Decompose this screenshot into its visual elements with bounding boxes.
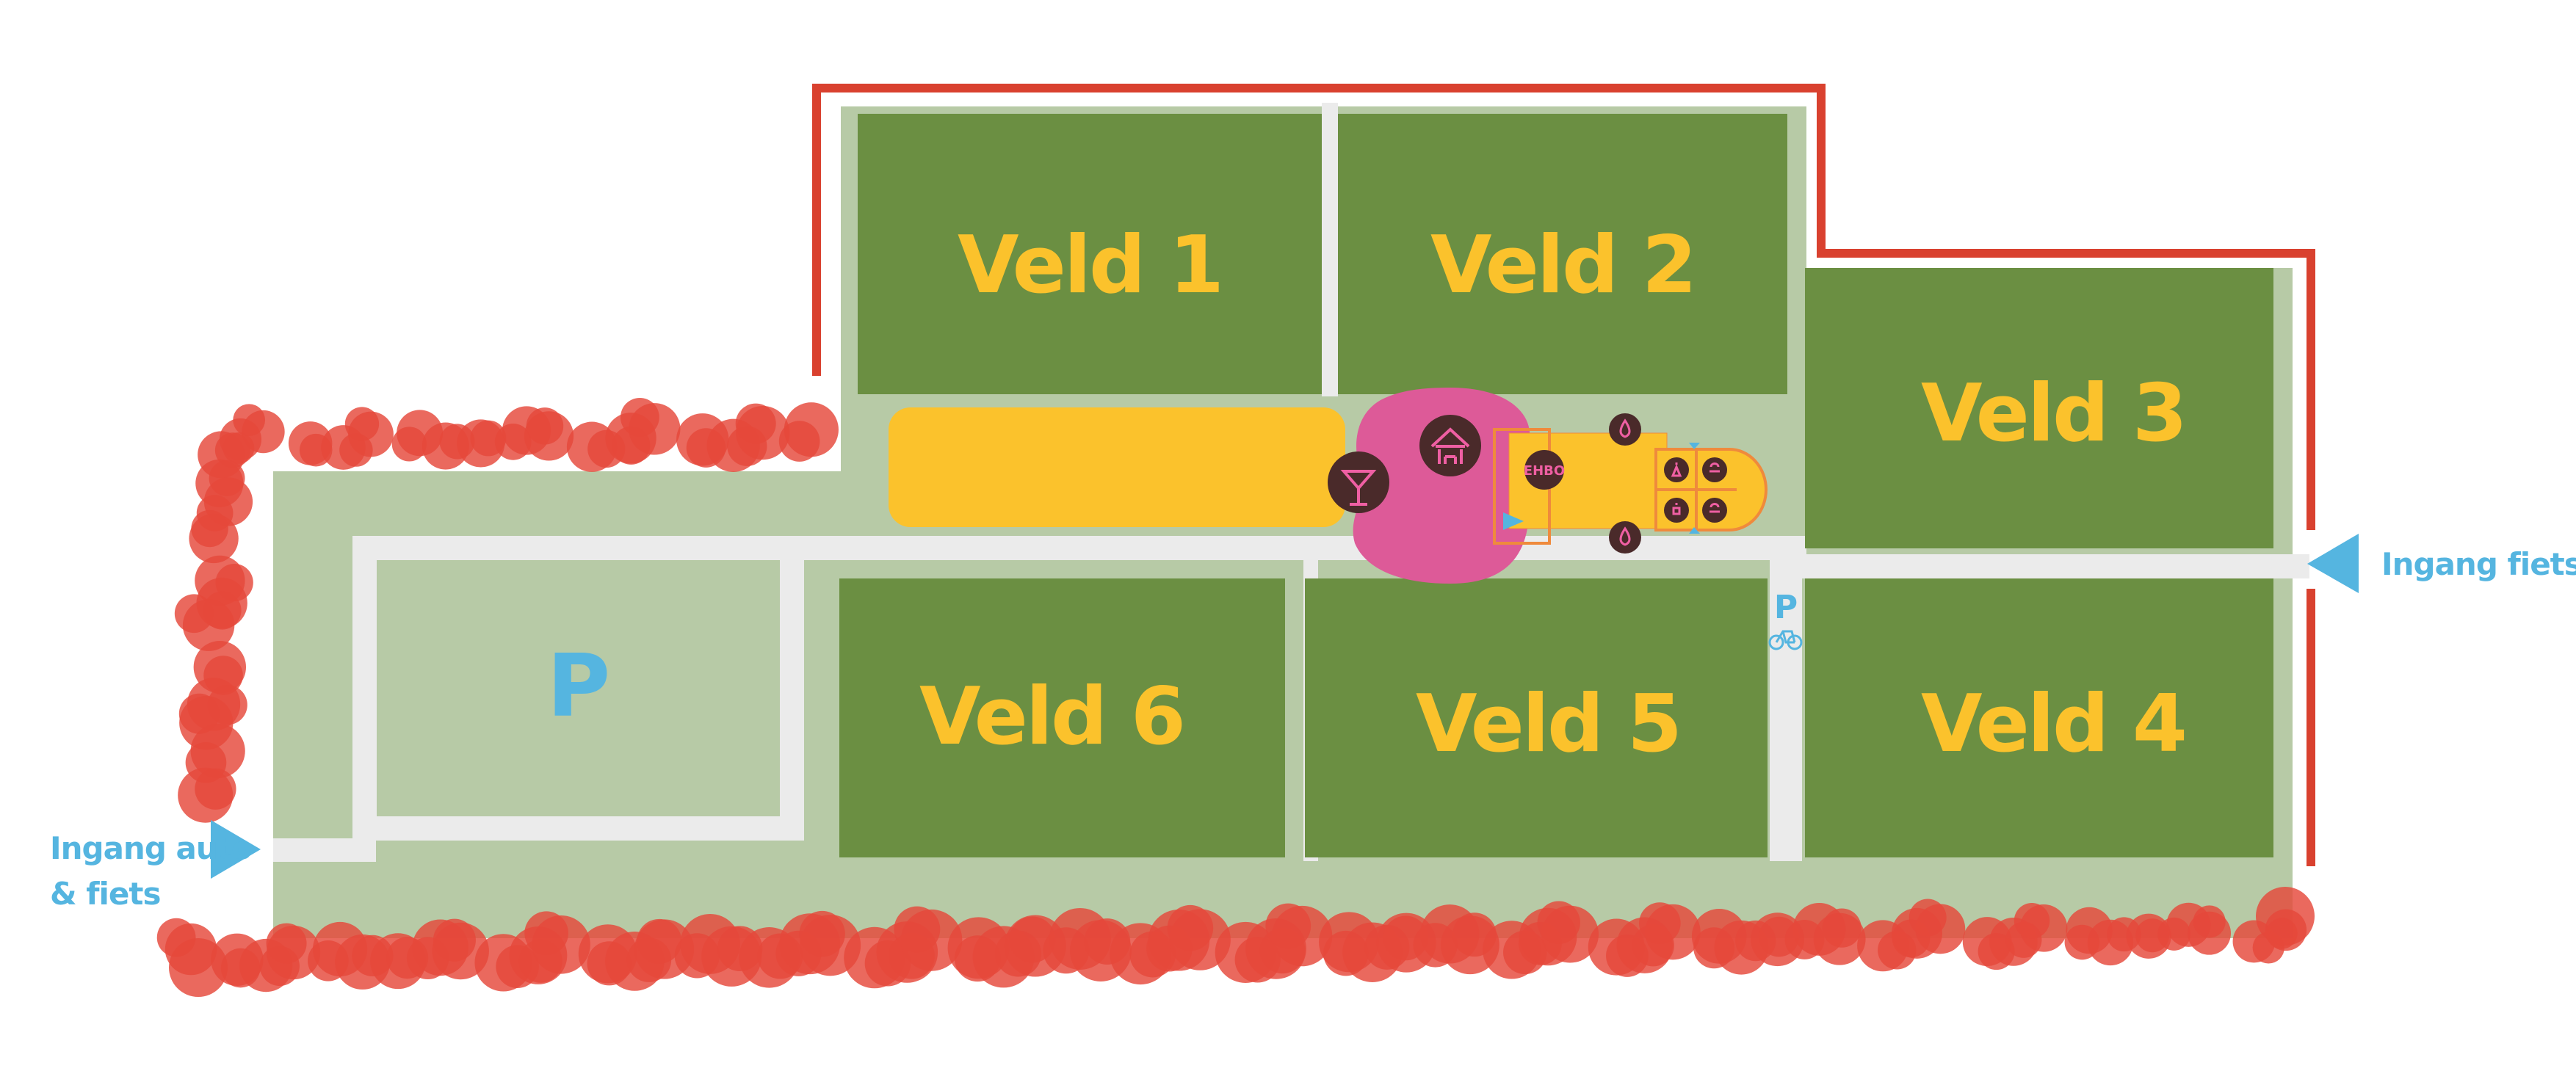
hedge-bubble	[735, 403, 776, 444]
hedge-bubble	[1537, 901, 1580, 944]
parking-area	[377, 560, 780, 816]
entrance-bike-arrow[interactable]	[2307, 534, 2359, 593]
hedge-bubble	[494, 424, 532, 460]
entrance-car-bike-label-line1: Ingang auto	[50, 830, 252, 866]
hedge-bubble	[526, 407, 564, 445]
bicycle-icon	[1768, 630, 1803, 650]
hedge-bubble	[894, 906, 941, 953]
field-label-veld-3: Veld 3	[1921, 368, 2185, 460]
hedge-bubble	[1822, 908, 1862, 948]
field-label-veld-2: Veld 2	[1430, 219, 1695, 311]
ehbo-icon: EHBO	[1524, 450, 1565, 490]
hedge-bubble	[266, 923, 307, 964]
stage-entrance-arrow	[1503, 512, 1524, 530]
hedge-bubble	[169, 938, 228, 997]
hedge-bubble	[433, 918, 476, 962]
field-veld-2	[1338, 114, 1787, 394]
hedge-bubble	[1639, 902, 1681, 944]
hedge-bubble	[524, 911, 568, 956]
cocktail-icon	[1328, 451, 1389, 513]
field-veld-1	[858, 114, 1322, 394]
hedge-bubble	[778, 421, 820, 462]
hedge-bubble	[344, 407, 380, 441]
entrance-car-bike-arrow[interactable]	[211, 820, 261, 879]
field-veld-4	[1805, 578, 2273, 857]
hedge-bubble	[1265, 903, 1311, 949]
hedge-bubble	[391, 427, 427, 462]
entrance-bike-label: Ingang fiets	[2381, 546, 2576, 582]
toilet-icon-men	[1664, 498, 1689, 523]
hedge-bubble	[178, 693, 220, 734]
hedge-bubble	[620, 397, 659, 437]
parking-label: P	[547, 635, 610, 736]
hedge-bubble	[2256, 887, 2315, 946]
hedge-bubble	[2193, 905, 2226, 938]
field-veld-5	[1305, 578, 1768, 857]
water-drop-icon	[1609, 413, 1641, 446]
toilet-icon-3	[1702, 457, 1727, 482]
stage-marker-bottom	[1689, 527, 1700, 534]
hedge-bubble	[799, 910, 845, 957]
stage-marker-top	[1689, 443, 1700, 449]
bar-area	[1353, 388, 1530, 584]
hedge-bubble	[1784, 919, 1825, 959]
field-label-veld-6: Veld 6	[919, 671, 1184, 763]
ehbo-label: EHBO	[1524, 463, 1565, 479]
field-label-veld-5: Veld 5	[1416, 678, 1680, 770]
hedge-bubble	[1167, 904, 1214, 951]
toilet-icon-women	[1664, 457, 1689, 482]
hedge-bubble	[2014, 903, 2050, 939]
hedge-bubble	[191, 509, 228, 548]
field-veld-3	[1805, 268, 2273, 548]
hedge-bubble	[233, 404, 266, 437]
water-drop-icon-2	[1609, 521, 1641, 554]
toilet-icon-4	[1702, 498, 1727, 523]
hedge-bubble	[214, 432, 250, 468]
hedge-bubble	[174, 594, 214, 634]
festival-yellow-area	[889, 407, 1345, 527]
hedges	[156, 397, 2315, 997]
tent-icon	[1419, 415, 1481, 476]
hedge-bubble	[637, 918, 682, 964]
field-label-veld-4: Veld 4	[1921, 678, 2185, 770]
entrance-car-bike-label-line2: & fiets	[50, 876, 160, 912]
bike-parking-label: P	[1774, 589, 1798, 626]
hedge-bubble	[195, 768, 236, 810]
fence	[812, 84, 2315, 530]
field-label-veld-1: Veld 1	[958, 219, 1222, 311]
hedge-bubble	[1909, 899, 1947, 937]
field-veld-6	[839, 578, 1285, 857]
hedge-bubble	[2157, 917, 2191, 951]
